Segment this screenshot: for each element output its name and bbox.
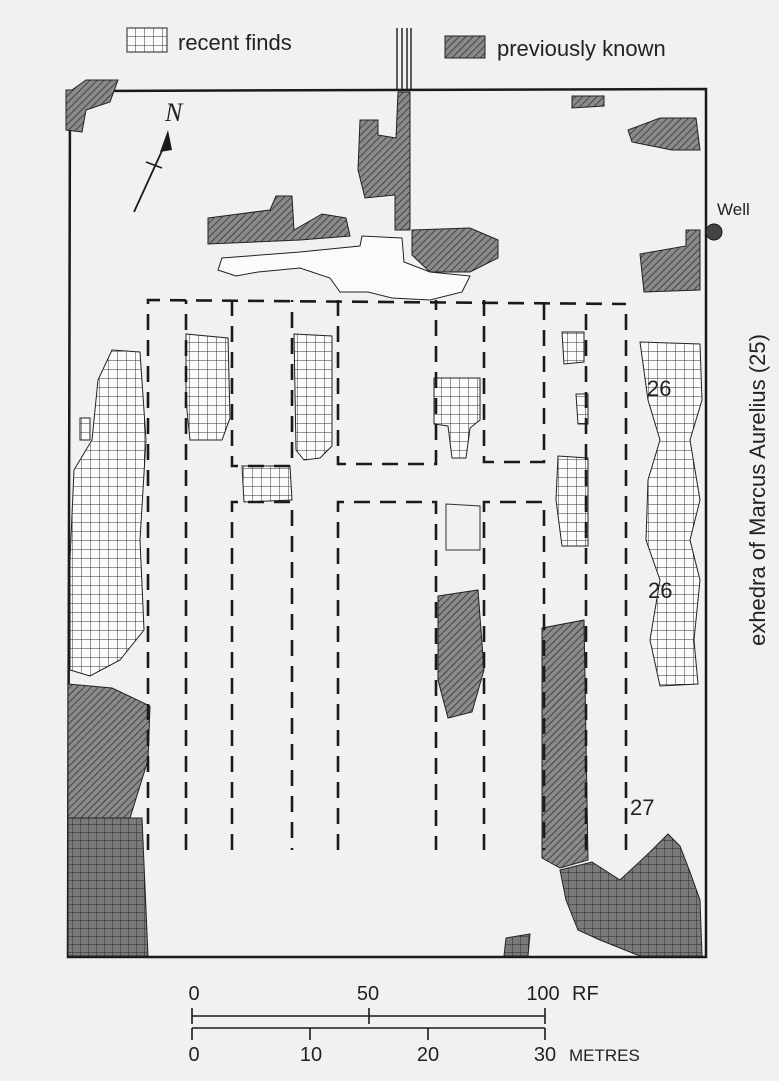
scale-bar-metres	[191, 1027, 546, 1040]
wall-outlines	[146, 298, 628, 850]
previously-known-areas	[65, 79, 703, 957]
metres-unit-label: METRES	[569, 1046, 640, 1065]
rf-tick-50: 50	[356, 983, 380, 1005]
metres-tick-30: 30	[533, 1044, 557, 1066]
legend-recent-swatch	[126, 27, 168, 53]
map-frame	[66, 87, 708, 959]
legend-known-swatch	[444, 35, 486, 59]
metres-tick-0: 0	[188, 1044, 200, 1066]
scale-bar-rf	[191, 1008, 546, 1024]
metres-tick-10: 10	[299, 1044, 323, 1066]
metres-tick-20: 20	[416, 1044, 440, 1066]
entrance-lines	[396, 28, 412, 90]
legend-previously-known-label: previously known	[497, 36, 666, 61]
well-marker	[705, 223, 723, 241]
north-label: N	[165, 98, 183, 127]
rf-unit-label: RF	[572, 983, 599, 1005]
area-label-27: 27	[630, 795, 655, 820]
legend-recent-finds-label: recent finds	[178, 30, 292, 55]
recent-finds-areas	[69, 235, 703, 687]
north-arrow	[133, 130, 172, 213]
exhedra-label: exhedra of Marcus Aurelius (25)	[745, 334, 770, 646]
area-label-26-lower: 26	[648, 578, 673, 603]
well-label: Well	[717, 200, 750, 219]
rf-tick-0: 0	[188, 983, 200, 1005]
rf-tick-100: 100	[526, 983, 560, 1005]
area-label-26-upper: 26	[647, 376, 672, 401]
